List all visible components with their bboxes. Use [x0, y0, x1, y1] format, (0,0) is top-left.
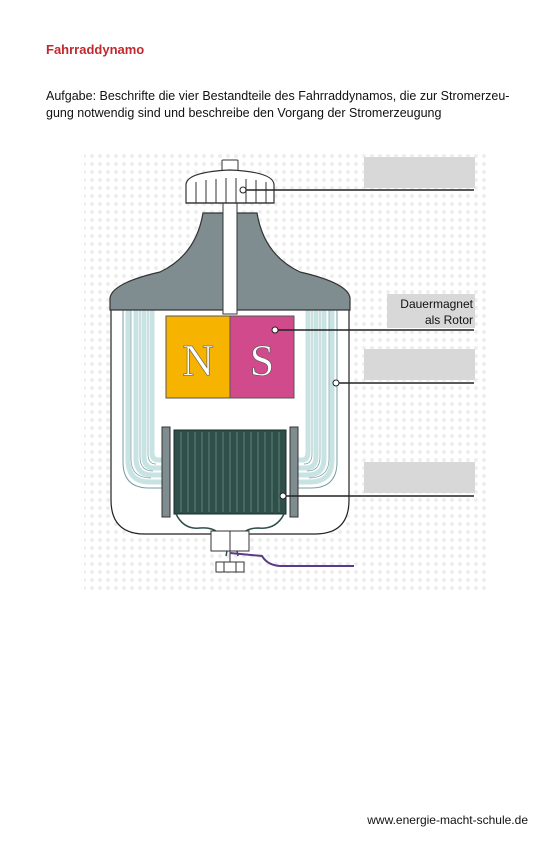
footer-url: www.energie-macht-schule.de [367, 813, 528, 827]
shaft [222, 195, 238, 315]
label-box-yoke[interactable] [364, 349, 475, 380]
task-line-1: Aufgabe: Beschrifte die vier Bestandteil… [46, 89, 510, 103]
page-title: Fahrraddynamo [46, 42, 145, 57]
terminal-clamp [210, 530, 250, 573]
task-text: Aufgabe: Beschrifte die vier Bestandteil… [46, 88, 526, 122]
label-rotor-line-1: Dauermagnet [400, 297, 473, 311]
north-pole [165, 315, 231, 399]
task-line-2: gung notwendig sind und beschreibe den V… [46, 106, 442, 120]
output-wire [229, 552, 354, 567]
south-pole-label: S [250, 336, 274, 385]
label-rotor: Dauermagnet als Rotor [387, 296, 473, 328]
friction-wheel [185, 159, 275, 204]
label-box-rotor [387, 294, 475, 328]
induction-coil [173, 429, 287, 515]
leader-lines [239, 186, 474, 500]
label-box-coil[interactable] [364, 462, 475, 493]
north-pole-label: N [182, 336, 214, 385]
label-rotor-line-2: als Rotor [424, 313, 473, 327]
core-plate-left [161, 426, 171, 518]
core-plate-right [289, 426, 299, 518]
stator-yoke [122, 310, 338, 489]
label-box-friction-wheel[interactable] [364, 157, 475, 188]
